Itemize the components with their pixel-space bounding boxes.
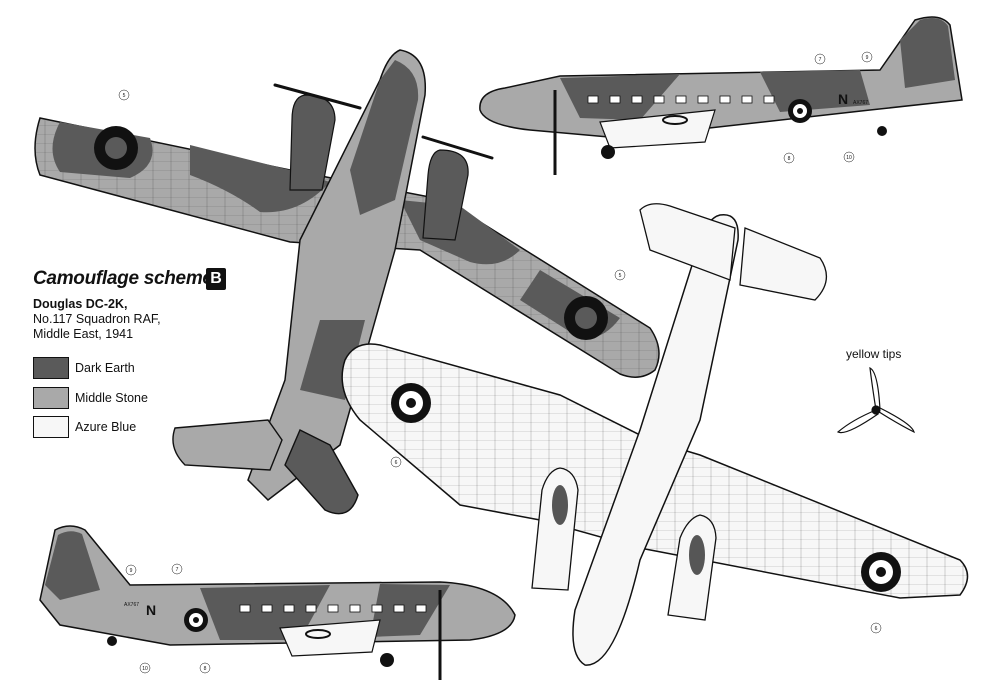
propeller-diagram: [836, 366, 915, 434]
callout-6: 6: [395, 460, 398, 466]
swatch-dark-earth: [33, 357, 69, 379]
unit-name: No.117 Squadron RAF,: [33, 312, 161, 326]
legend-item-middle-stone: Middle Stone: [33, 386, 148, 410]
serial-upper: AX767: [853, 100, 868, 106]
callout-9: 9: [130, 568, 133, 574]
callout-7: 7: [819, 57, 822, 63]
legend-item-azure-blue: Azure Blue: [33, 415, 136, 439]
callout-7: 7: [176, 567, 179, 573]
code-letter-upper: N: [838, 91, 848, 107]
scheme-title: Camouflage scheme: [33, 268, 213, 289]
legend-item-dark-earth: Dark Earth: [33, 356, 135, 380]
callout-9: 9: [866, 55, 869, 61]
callout-8: 8: [788, 156, 791, 162]
callout-5: 5: [619, 273, 622, 279]
code-letter-lower: N: [146, 602, 156, 618]
callout-6: 6: [875, 626, 878, 632]
side-view-starboard: [479, 16, 963, 175]
callout-8: 8: [204, 666, 207, 672]
scheme-variant-badge: B: [206, 268, 226, 290]
callout-10: 10: [846, 155, 852, 161]
swatch-azure-blue: [33, 416, 69, 438]
legend-label: Azure Blue: [75, 420, 137, 434]
propeller-note: yellow tips: [846, 347, 902, 361]
theatre-date: Middle East, 1941: [33, 327, 134, 341]
legend-label: Dark Earth: [75, 361, 135, 375]
aircraft-name: Douglas DC-2K,: [33, 297, 128, 311]
side-view-port: [39, 525, 516, 680]
top-view-aircraft: [34, 49, 660, 515]
callout-10: 10: [142, 666, 148, 672]
callout-5: 5: [123, 93, 126, 99]
legend-label: Middle Stone: [75, 391, 148, 405]
swatch-middle-stone: [33, 387, 69, 409]
serial-lower: AX767: [124, 602, 139, 608]
underside-view: [341, 203, 969, 666]
